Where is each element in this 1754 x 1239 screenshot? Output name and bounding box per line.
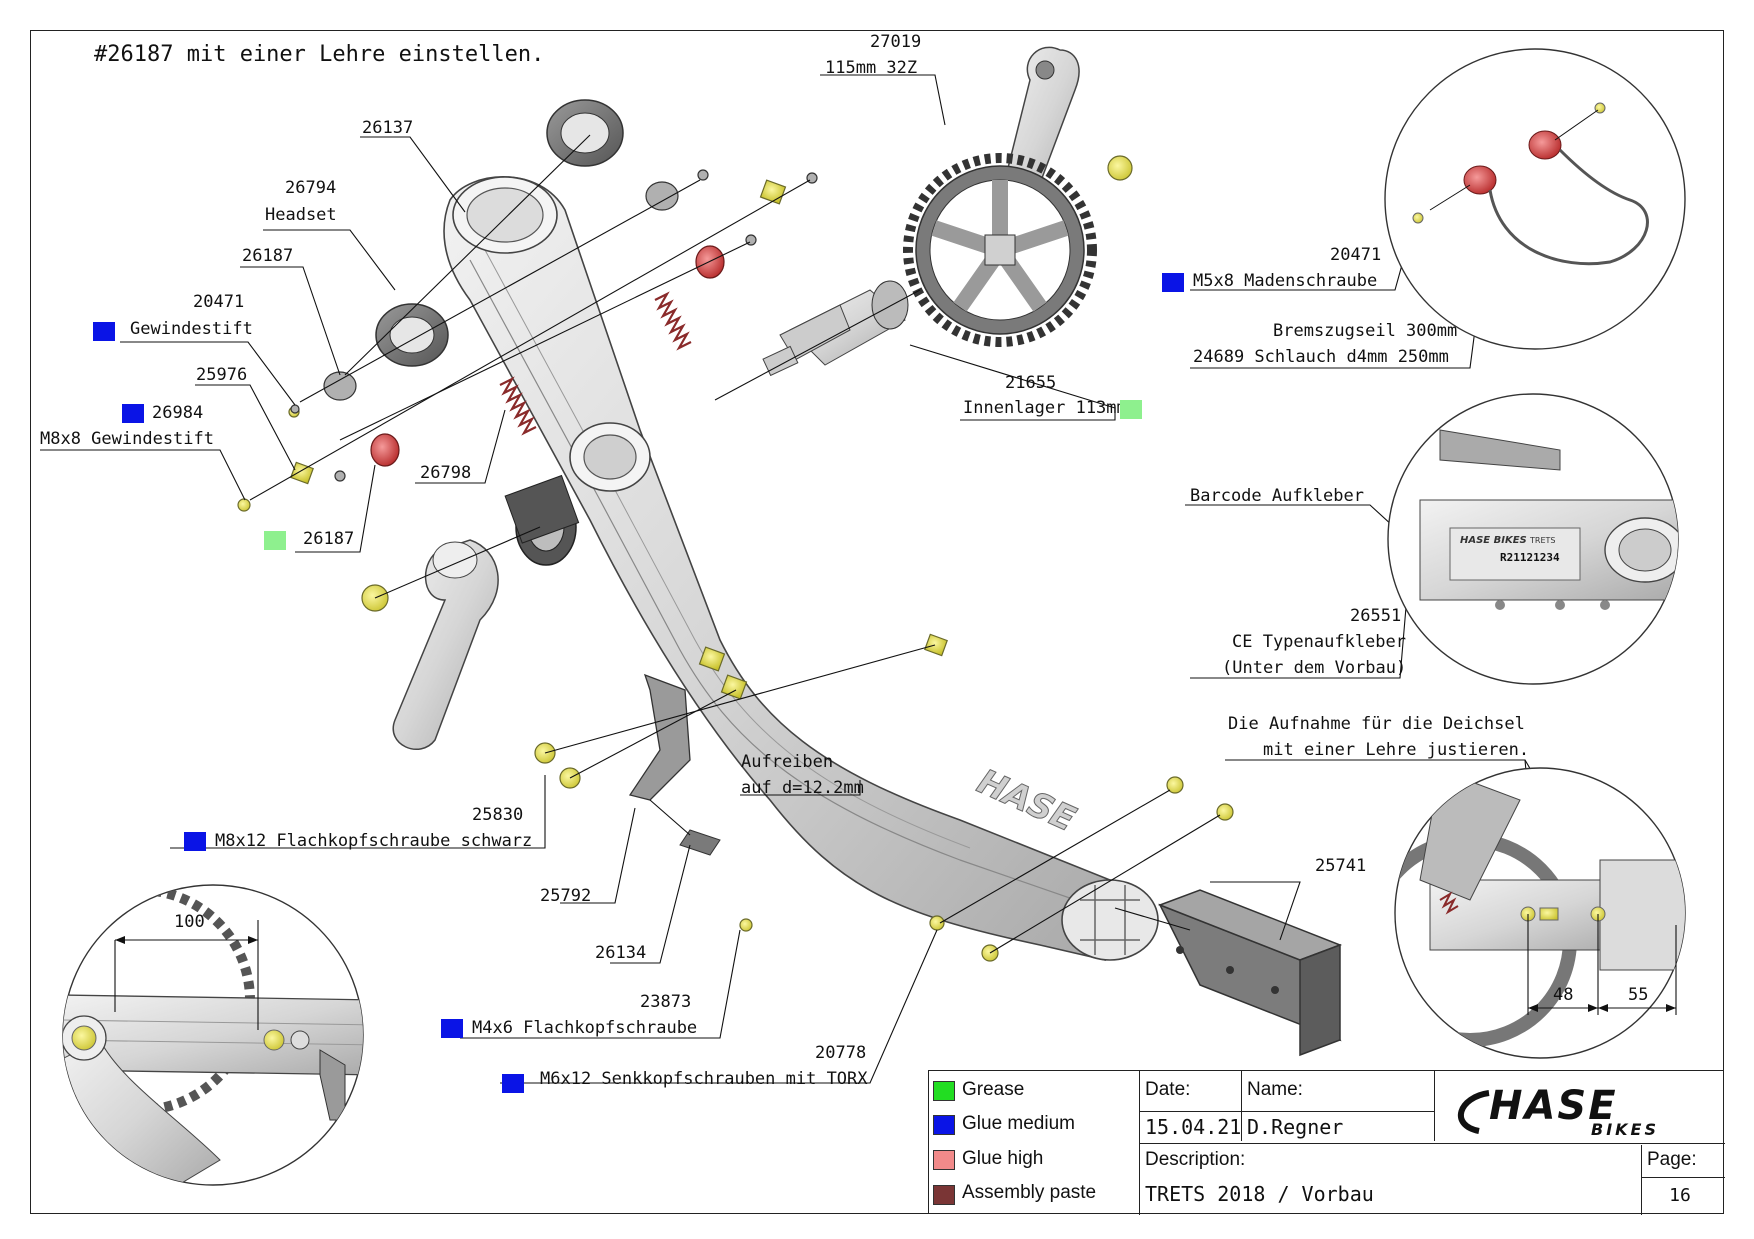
label-m8x12: M8x12 Flachkopfschraube schwarz	[215, 831, 533, 851]
legend-glue-high-label: Glue high	[962, 1148, 1044, 1169]
legend-glue-medium-label: Glue medium	[962, 1113, 1075, 1134]
legend-glue-high-swatch	[933, 1150, 955, 1170]
assembly-axes	[249, 134, 1221, 954]
glue-medium-marker	[502, 1074, 524, 1093]
bracket-plate	[628, 673, 721, 856]
detail-circle-type-label: HASE BIKES TRETS R21121234	[1387, 393, 1679, 685]
label-26137: 26137	[362, 118, 414, 138]
label-m8x8: M8x8 Gewindestift	[40, 429, 214, 449]
description-value: TRETS 2018 / Vorbau	[1145, 1182, 1374, 1206]
label-26551: 26551	[1350, 606, 1402, 626]
hase-bikes-logo: HASE BIKES	[1457, 1083, 1659, 1139]
label-26794: 26794	[285, 178, 337, 198]
page-value: 16	[1669, 1185, 1691, 1206]
label-schlauch: 24689 Schlauch d4mm 250mm	[1193, 347, 1449, 367]
label-m4x6: M4x6 Flachkopfschraube	[472, 1018, 698, 1038]
legend-grease-swatch	[933, 1081, 955, 1101]
sticker-brand: HASE BIKES	[1460, 535, 1527, 546]
stem-block	[1157, 889, 1343, 1057]
bottom-bracket	[504, 280, 909, 544]
label-26187-upper: 26187	[242, 246, 294, 266]
label-aufreiben-2: auf d=12.2mm	[741, 778, 864, 798]
dimension-100: 100	[174, 912, 205, 932]
legend-assembly-paste-swatch	[933, 1185, 955, 1205]
frame-brand-text: HASE	[971, 762, 1081, 840]
description-label: Description:	[1145, 1149, 1246, 1170]
label-20471-right: 20471	[1330, 245, 1382, 265]
label-26798: 26798	[420, 463, 472, 483]
label-innenlager: Innenlager 113mm	[963, 398, 1127, 418]
sticker-model: TRETS	[1529, 536, 1555, 545]
grease-marker	[1120, 400, 1142, 419]
label-gewindestift: Gewindestift	[130, 319, 253, 339]
legend-glue-medium-swatch	[933, 1115, 955, 1135]
label-20471-left: 20471	[193, 292, 245, 312]
springs	[499, 291, 692, 436]
dimension-48: 48	[1553, 985, 1574, 1005]
label-20778: 20778	[815, 1043, 867, 1063]
chainring	[903, 153, 1097, 347]
label-barcode: Barcode Aufkleber	[1190, 486, 1364, 506]
label-26134: 26134	[595, 943, 647, 963]
label-27019: 27019	[870, 32, 922, 52]
label-26187-lower: 26187	[303, 529, 355, 549]
logo-subtext: BIKES	[1591, 1120, 1659, 1139]
detail-circle-dimension-100	[62, 884, 364, 1186]
title-block: Grease Glue medium Glue high Assembly pa…	[928, 1070, 1725, 1215]
label-chainring: 115mm 32Z	[825, 58, 918, 78]
label-deichsel-1: Die Aufnahme für die Deichsel	[1228, 714, 1525, 734]
label-unter: (Unter dem Vorbau)	[1222, 658, 1407, 678]
label-aufreiben-1: Aufreiben	[741, 752, 834, 772]
detail-circle-brake-cable	[1384, 48, 1686, 350]
red-parts	[370, 245, 725, 467]
glue-medium-marker	[122, 404, 144, 423]
detail-circle-stem-adjust	[1394, 767, 1686, 1059]
label-25976: 25976	[196, 365, 248, 385]
legend-assembly-paste-label: Assembly paste	[962, 1182, 1097, 1203]
label-21655: 21655	[1005, 373, 1057, 393]
label-23873: 23873	[640, 992, 692, 1012]
label-deichsel-2: mit einer Lehre justieren.	[1263, 740, 1530, 760]
label-25830: 25830	[472, 805, 524, 825]
glue-medium-marker	[184, 832, 206, 851]
page-label: Page:	[1647, 1149, 1697, 1170]
name-value: D.Regner	[1247, 1115, 1344, 1139]
date-label: Date:	[1145, 1079, 1191, 1100]
glue-medium-marker	[441, 1019, 463, 1038]
label-25741: 25741	[1315, 856, 1367, 876]
label-25792: 25792	[540, 886, 592, 906]
dimension-55: 55	[1628, 985, 1649, 1005]
label-ce: CE Typenaufkleber	[1232, 632, 1406, 652]
grease-marker	[264, 531, 286, 550]
logo-text: HASE	[1489, 1083, 1618, 1129]
label-bremszugseil: Bremszugseil 300mm	[1273, 321, 1458, 341]
name-label: Name:	[1247, 1079, 1303, 1100]
date-value: 15.04.21	[1145, 1115, 1242, 1139]
legend-grease-label: Grease	[962, 1079, 1025, 1100]
label-m6x12: M6x12 Senkkopfschrauben mit TORX	[540, 1069, 868, 1089]
glue-medium-marker	[93, 322, 115, 341]
label-headset: Headset	[265, 205, 337, 225]
label-m5x8: M5x8 Madenschraube	[1193, 271, 1378, 291]
sticker-serial: R21121234	[1500, 551, 1560, 564]
assembly-note: #26187 mit einer Lehre einstellen.	[94, 42, 545, 67]
yellow-screws	[237, 155, 1234, 962]
drawing-frame	[30, 30, 1724, 1214]
glue-medium-marker	[1162, 273, 1184, 292]
label-26984: 26984	[152, 403, 204, 423]
